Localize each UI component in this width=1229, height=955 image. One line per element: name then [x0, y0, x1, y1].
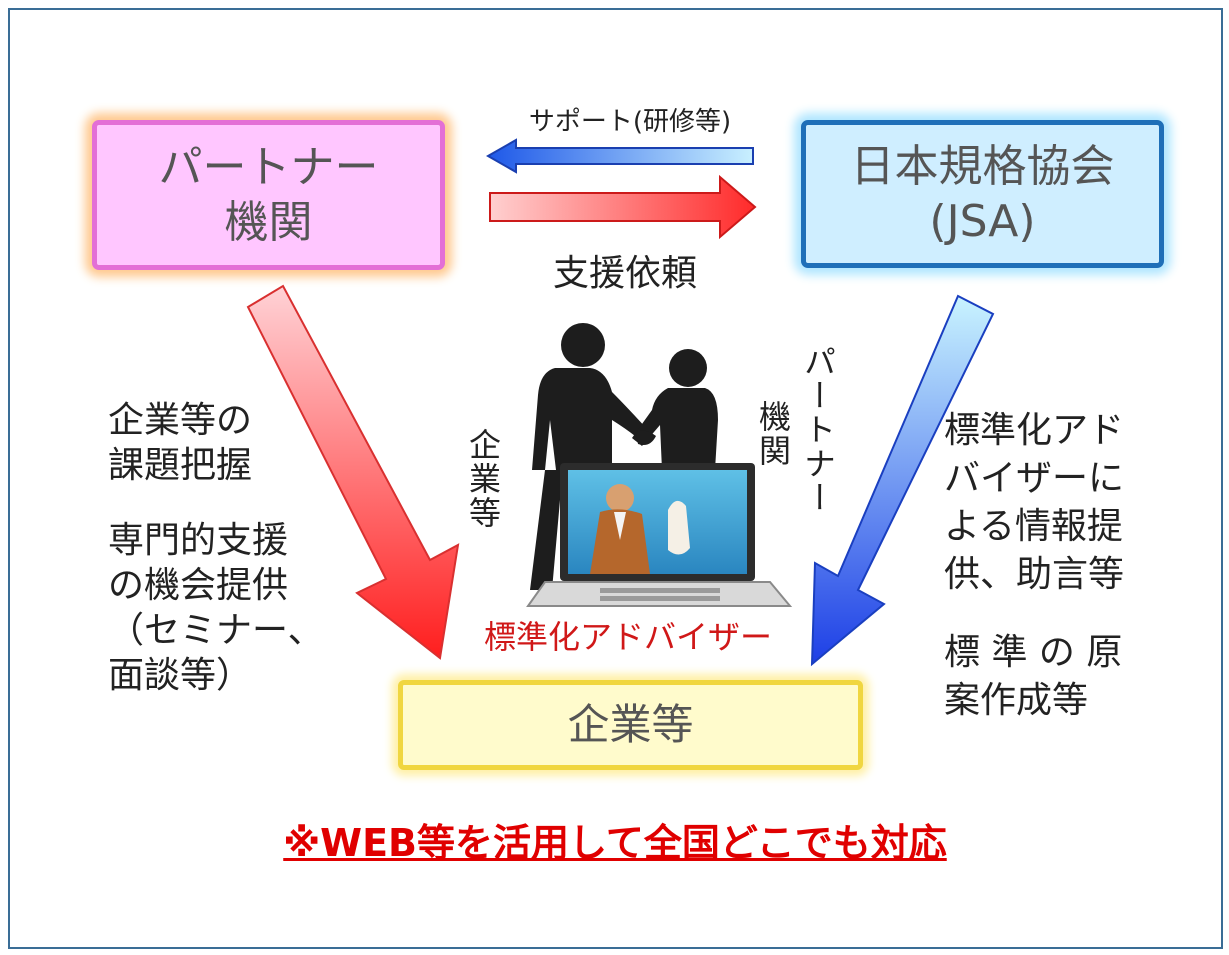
- partner-box-line1: パートナー: [158, 142, 379, 193]
- left-text-line4: の機会提供: [108, 565, 289, 606]
- jsa-box: 日本規格協会 (JSA): [801, 120, 1164, 268]
- diagram-frame: [8, 8, 1223, 949]
- footer-note: ※WEB等を活用して全国どこでも対応: [283, 821, 947, 865]
- laptop-video-icon: [526, 463, 793, 607]
- partner-box-line2: 機関: [224, 197, 313, 248]
- right-text-line2: バイザーに: [944, 458, 1125, 499]
- request-arrow-label: 支援依頼: [552, 253, 697, 294]
- right-text-line5: 標 準 の 原: [944, 632, 1123, 673]
- support-arrow: [485, 138, 754, 174]
- vertical-partner-label-2: 機関: [754, 400, 792, 468]
- jsa-to-company-arrow: [810, 294, 995, 667]
- left-text-line5: （セミナー、: [108, 610, 324, 651]
- left-text-line6: 面談等）: [108, 655, 253, 696]
- vertical-company-label: 企業等: [464, 428, 502, 530]
- left-text-line1: 企業等の: [108, 400, 253, 441]
- vertical-partner-label-1: パートナー: [799, 345, 837, 515]
- right-text-line4: 供、助言等: [944, 554, 1125, 595]
- partner-organization-box: パートナー 機関: [92, 120, 445, 270]
- company-box-label: 企業等: [567, 699, 694, 749]
- left-text-line2: 課題把握: [108, 445, 253, 486]
- support-arrow-label: サポート(研修等): [528, 107, 732, 137]
- right-text-line6: 案作成等: [944, 680, 1089, 721]
- left-text-line3: 専門的支援: [108, 520, 289, 561]
- right-text-line1: 標準化アド: [944, 410, 1125, 451]
- request-arrow: [489, 174, 757, 240]
- jsa-box-line1: 日本規格協会: [850, 141, 1115, 192]
- adviser-label: 標準化アドバイザー: [483, 618, 772, 656]
- jsa-box-line2: (JSA): [929, 196, 1036, 247]
- partner-to-company-arrow: [246, 284, 460, 660]
- company-box: 企業等: [398, 680, 863, 770]
- right-text-line3: よる情報提: [944, 506, 1123, 547]
